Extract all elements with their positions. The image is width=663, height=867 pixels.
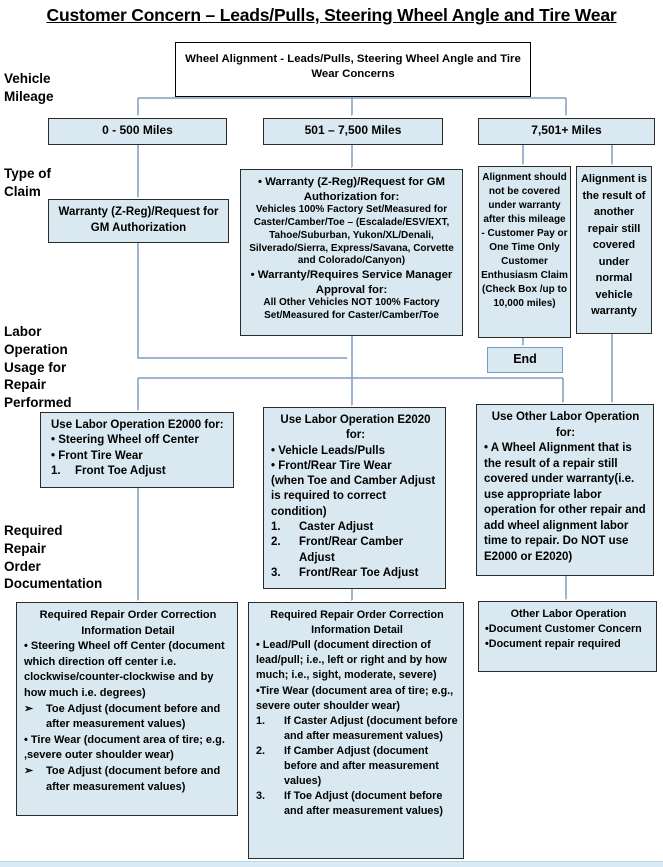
- docs-bullet: •Tire Wear (document area of tire; e.g.,…: [256, 684, 454, 712]
- item-number: 3.: [271, 566, 281, 579]
- item-text: If Toe Adjust (document before and after…: [284, 790, 444, 818]
- root-box-text: Wheel Alignment - Leads/Pulls, Steering …: [185, 53, 521, 80]
- box-claim-other-repair-warranty: Alignment is the result of another repai…: [576, 166, 652, 334]
- docs-heading: Required Repair Order Correction Informa…: [270, 609, 444, 637]
- page-title: Customer Concern – Leads/Pulls, Steering…: [46, 5, 617, 25]
- numbered-item: 3. If Toe Adjust (document before and af…: [256, 789, 458, 819]
- box-docs-e2020-detail: Required Repair Order Correction Informa…: [248, 602, 464, 859]
- item-number: 3.: [256, 790, 266, 803]
- item-text: Front/Rear Toe Adjust: [299, 566, 419, 579]
- box-claim-warranty-details: • Warranty (Z-Reg)/Request for GM Author…: [240, 169, 463, 336]
- numbered-item: 3. Front/Rear Toe Adjust: [271, 566, 440, 581]
- bottom-edge-strip: [0, 861, 663, 867]
- item-number: 2.: [271, 536, 281, 549]
- mileage-text: 501 – 7,500 Miles: [304, 123, 402, 137]
- item-number: 1.: [51, 464, 61, 477]
- labor-heading: Use Other Labor Operation for:: [491, 411, 640, 439]
- arrow-bullet-icon: ➢: [24, 765, 34, 778]
- label-required-repair-order-documentation: Required Repair Order Documentation: [4, 523, 103, 592]
- docs-bullet: • Lead/Pull (document direction of lead/…: [256, 639, 447, 682]
- item-text: If Camber Adjust (document before and af…: [284, 744, 439, 788]
- labor-heading: Use Labor Operation E2000 for:: [51, 419, 224, 431]
- claim-heading: • Warranty (Z-Reg)/Request for GM Author…: [257, 176, 446, 203]
- labor-bullet: • Front Tire Wear: [51, 449, 143, 462]
- arrow-item: ➢ Toe Adjust (document before and after …: [24, 702, 232, 733]
- box-labor-e2020: Use Labor Operation E2020 for: • Vehicle…: [263, 407, 446, 589]
- item-number: 2.: [256, 744, 266, 757]
- labor-bullet: • A Wheel Alignment that is the result o…: [484, 442, 646, 563]
- box-mileage-0-500: 0 - 500 Miles: [48, 118, 227, 145]
- docs-bullet: •Document Customer Concern: [485, 623, 642, 636]
- box-labor-e2000: Use Labor Operation E2000 for: • Steerin…: [40, 412, 234, 488]
- box-mileage-501-7500: 501 – 7,500 Miles: [263, 118, 443, 145]
- labor-note: (when Toe and Camber Adjust is required …: [271, 475, 436, 518]
- numbered-item: 1. Front Toe Adjust: [51, 464, 227, 479]
- item-text: Toe Adjust (document before and after me…: [46, 702, 221, 731]
- box-docs-other-labor: Other Labor Operation •Document Customer…: [478, 601, 657, 672]
- arrow-item: ➢ Toe Adjust (document before and after …: [24, 764, 232, 795]
- label-labor-operation-usage: Labor Operation Usage for Repair Perform…: [4, 324, 72, 411]
- labor-bullet: • Vehicle Leads/Pulls: [271, 444, 385, 457]
- mileage-text: 0 - 500 Miles: [102, 123, 173, 137]
- docs-bullet: • Steering Wheel off Center (document wh…: [24, 640, 225, 700]
- claim-text: Alignment is the result of another repai…: [580, 173, 647, 317]
- item-text: Front Toe Adjust: [75, 464, 166, 477]
- claim-text: Alignment should not be covered under wa…: [481, 172, 568, 309]
- end-text: End: [513, 352, 537, 366]
- box-labor-other-operation: Use Other Labor Operation for: • A Wheel…: [476, 404, 654, 576]
- item-text: Caster Adjust: [299, 520, 374, 533]
- labor-bullet: • Steering Wheel off Center: [51, 434, 199, 447]
- item-text: Toe Adjust (document before and after me…: [46, 765, 221, 793]
- labor-bullet: • Front/Rear Tire Wear: [271, 459, 392, 472]
- label-type-of-claim: Type of Claim: [4, 166, 51, 199]
- box-mileage-7501-plus: 7,501+ Miles: [478, 118, 655, 145]
- claim-heading: • Warranty/Requires Service Manager Appr…: [250, 269, 453, 296]
- docs-heading: Other Labor Operation: [510, 608, 627, 620]
- numbered-item: 2. If Camber Adjust (document before and…: [256, 744, 458, 789]
- item-number: 1.: [256, 714, 266, 727]
- labor-heading: Use Labor Operation E2020 for:: [280, 414, 431, 442]
- item-text: If Caster Adjust (document before and af…: [284, 714, 458, 742]
- numbered-item: 1. Caster Adjust: [271, 520, 440, 535]
- docs-heading: Required Repair Order Correction Informa…: [39, 609, 217, 637]
- box-claim-not-covered: Alignment should not be covered under wa…: [478, 166, 571, 338]
- item-number: 1.: [271, 520, 281, 533]
- docs-bullet: •Document repair required: [485, 638, 621, 651]
- box-claim-warranty-zreg: Warranty (Z-Reg)/Request for GM Authoriz…: [48, 199, 229, 243]
- claim-body: All Other Vehicles NOT 100% Factory Set/…: [263, 297, 440, 322]
- arrow-bullet-icon: ➢: [24, 702, 34, 715]
- item-text: Front/Rear Camber Adjust: [299, 536, 404, 564]
- claim-body: Vehicles 100% Factory Set/Measured for C…: [249, 204, 454, 267]
- docs-bullet: • Tire Wear (document area of tire; e.g.…: [24, 733, 225, 762]
- box-docs-e2000-detail: Required Repair Order Correction Informa…: [16, 602, 238, 816]
- claim-text: Warranty (Z-Reg)/Request for GM Authoriz…: [58, 206, 219, 234]
- numbered-item: 1. If Caster Adjust (document before and…: [256, 714, 458, 744]
- mileage-text: 7,501+ Miles: [531, 123, 602, 137]
- label-vehicle-mileage: Vehicle Mileage: [4, 71, 54, 104]
- root-box-wheel-alignment: Wheel Alignment - Leads/Pulls, Steering …: [175, 42, 531, 97]
- box-end: End: [487, 347, 563, 373]
- numbered-item: 2. Front/Rear Camber Adjust: [271, 535, 440, 566]
